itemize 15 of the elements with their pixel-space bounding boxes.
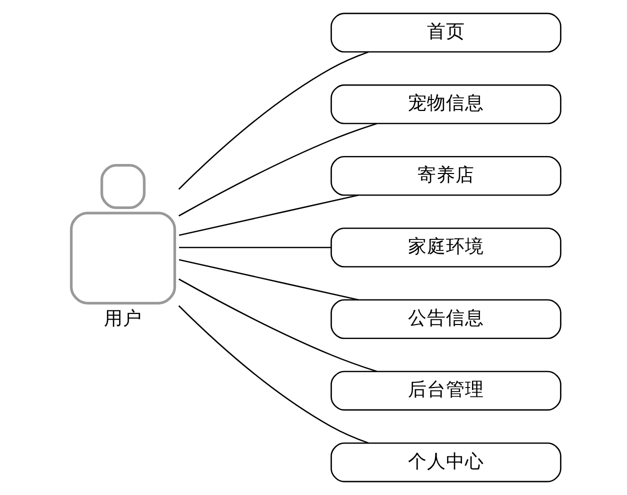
connector	[178, 278, 376, 372]
connector	[178, 122, 376, 216]
connector	[178, 305, 368, 444]
connector	[178, 194, 358, 236]
connector	[178, 51, 368, 190]
node-box: 公告信息	[330, 299, 561, 340]
node-box: 寄养店	[330, 156, 561, 196]
connector	[178, 259, 358, 300]
node-box: 后台管理	[330, 370, 561, 411]
connector	[178, 246, 331, 248]
node-box: 首页	[330, 12, 561, 53]
node-label: 用户	[103, 308, 142, 330]
node-box: 家庭环境	[330, 228, 561, 268]
node-box: 个人中心	[330, 442, 561, 482]
node-box: 宠物信息	[330, 84, 561, 124]
